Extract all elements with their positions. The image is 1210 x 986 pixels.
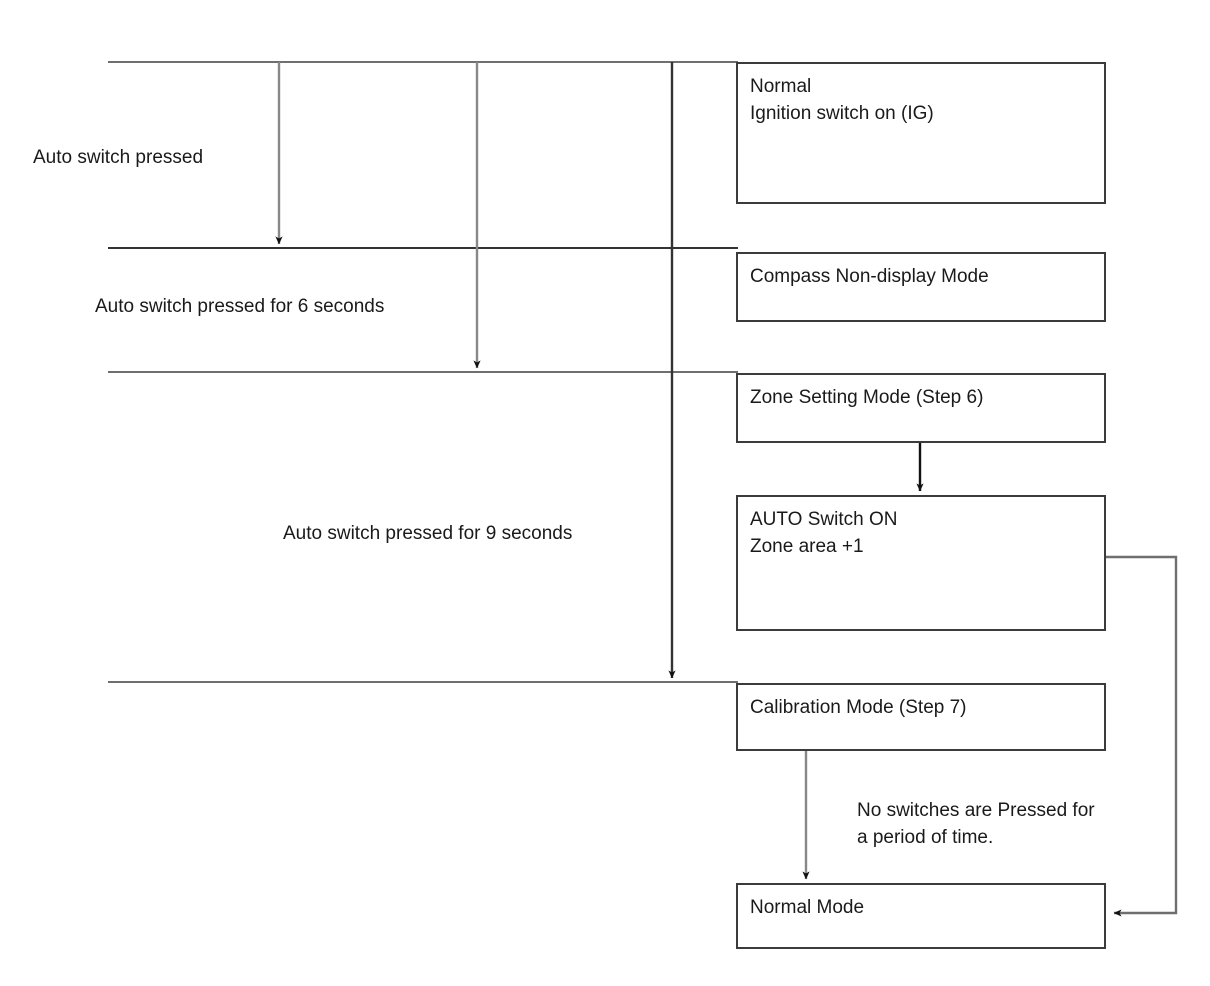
node-zone-setting[interactable]: Zone Setting Mode (Step 6) (736, 373, 1106, 443)
node-compass-non-display[interactable]: Compass Non-display Mode (736, 252, 1106, 322)
node-label: AUTO Switch ON Zone area +1 (750, 509, 898, 557)
node-label: Calibration Mode (Step 7) (750, 697, 967, 718)
node-label: Normal Mode (750, 897, 865, 918)
edge-label-auto-switch-pressed-9s: Auto switch pressed for 9 seconds (283, 523, 573, 544)
node-normal-mode[interactable]: Normal Mode (736, 883, 1106, 949)
edge-label-auto-switch-pressed-6s: Auto switch pressed for 6 seconds (95, 296, 385, 317)
node-calibration[interactable]: Calibration Mode (Step 7) (736, 683, 1106, 751)
node-normal-ignition[interactable]: Normal Ignition switch on (IG) (736, 62, 1106, 204)
node-auto-switch-on[interactable]: AUTO Switch ON Zone area +1 (736, 495, 1106, 631)
node-label: Normal Ignition switch on (IG) (750, 76, 934, 124)
node-label: Compass Non-display Mode (750, 266, 989, 287)
node-label: Zone Setting Mode (Step 6) (750, 387, 984, 408)
edge-label-auto-switch-pressed: Auto switch pressed (33, 147, 204, 168)
auto-feedback-loop-arrow (1106, 555, 1178, 917)
edge-label-no-switches-pressed: No switches are Pressed for a period of … (857, 800, 1095, 848)
